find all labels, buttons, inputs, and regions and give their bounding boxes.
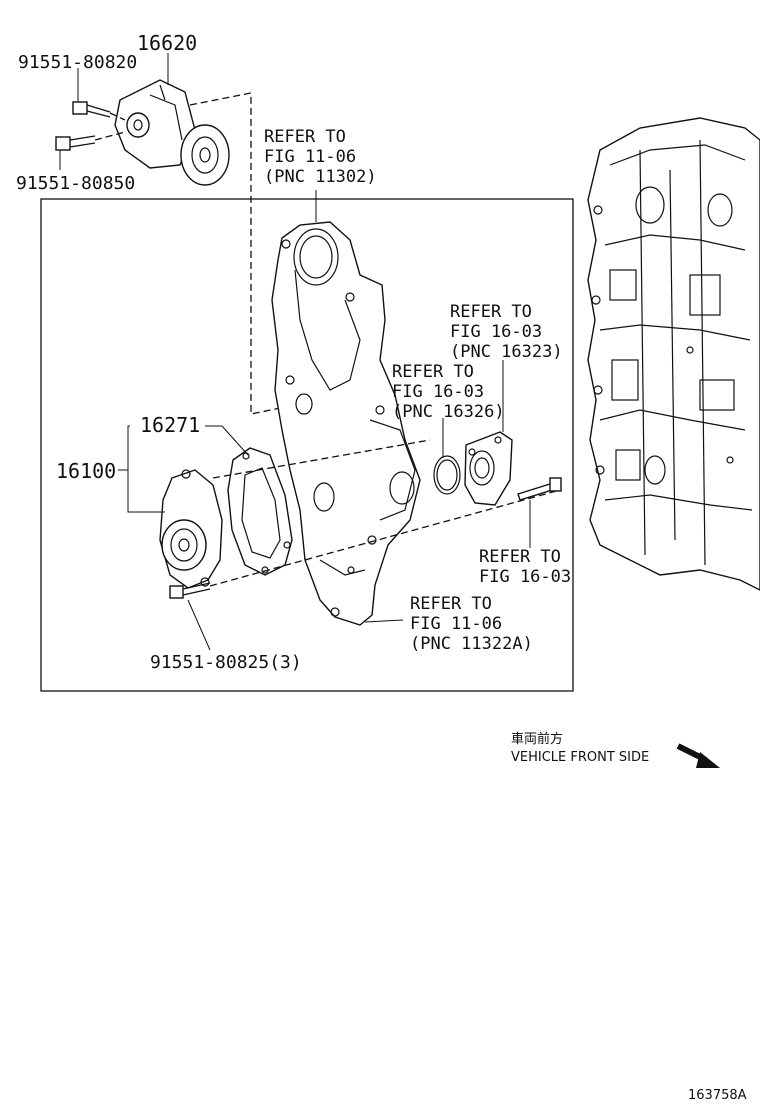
water-pump[interactable] [159,469,223,589]
ref-fig-11-06-pnc-11322a: REFER TO FIG 11-06 (PNC 11322A) [410,594,533,654]
belt-tensioner[interactable] [114,79,230,186]
ref-note-line: FIG 11-06 [410,614,502,634]
engine-block [587,117,760,591]
ref-note-line: REFER TO [410,594,492,614]
label-16620: 16620 [137,31,197,55]
label-91551-80850: 91551-80850 [16,173,135,194]
ref-note-line: FIG 16-03 [479,567,571,587]
bolt-91551-80820[interactable] [72,101,111,118]
ref-note-line: FIG 16-03 [450,322,542,342]
ref-note-line: (PNC 16326) [392,402,505,422]
alignment-line-1 [189,92,301,415]
vehicle-front-label-en: VEHICLE FRONT SIDE [511,750,649,765]
ref-note-line: REFER TO [450,302,532,322]
timing-chain-cover[interactable] [271,221,421,626]
ref-note-line: (PNC 16323) [450,342,563,362]
water-inlet-o-ring[interactable] [433,455,461,495]
label-91551-80820: 91551-80820 [18,52,137,73]
stud-bolt[interactable] [517,477,562,501]
ref-fig-16-03-pnc-16323: REFER TO FIG 16-03 (PNC 16323) [450,302,563,362]
label-91551-80825: 91551-80825(3) [150,652,302,673]
alignment-line-2 [209,489,561,587]
vehicle-front-label-jp: 車両前方 [511,731,563,747]
vehicle-front-arrow-icon [676,743,720,768]
assembly-frame [40,198,574,692]
label-16100: 16100 [56,459,116,483]
ref-note-line: REFER TO [392,362,474,382]
water-inlet-housing[interactable] [464,431,513,506]
figure-id: 163758A [688,1088,747,1103]
ref-note-line: REFER TO [264,127,346,147]
ref-note-line: FIG 11-06 [264,147,356,167]
ref-note-line: (PNC 11302) [264,167,377,187]
bolt-91551-80850[interactable] [55,135,96,151]
bolt-91551-80825[interactable] [169,582,211,599]
label-16271: 16271 [140,413,200,437]
water-pump-gasket[interactable] [227,447,293,576]
ref-note-line: REFER TO [479,547,561,567]
ref-fig-11-06-pnc-11302: REFER TO FIG 11-06 (PNC 11302) [264,127,377,187]
ref-fig-16-03-pnc-16326: REFER TO FIG 16-03 (PNC 16326) [392,362,505,422]
ref-fig-16-03-plain: REFER TO FIG 16-03 [479,547,571,587]
ref-note-line: FIG 16-03 [392,382,484,402]
ref-note-line: (PNC 11322A) [410,634,533,654]
